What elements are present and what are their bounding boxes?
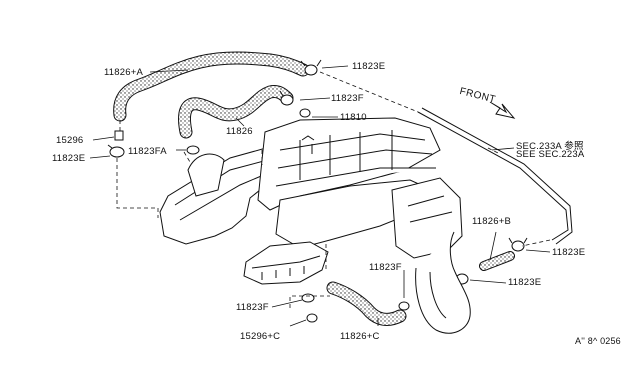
intake-manifold <box>159 117 471 334</box>
label-11823e-left: 11823E <box>52 153 86 164</box>
label-see-sec223a: SEE SEC.223A <box>516 149 585 160</box>
label-11823f-top: 11823F <box>331 93 364 104</box>
diagram-code: A'' 8^ 0256 <box>575 336 621 346</box>
vacuum-pipe <box>417 107 573 245</box>
label-11826c: 11826+C <box>340 331 380 342</box>
label-11823f-mid: 11823F <box>369 262 402 273</box>
label-11826: 11826 <box>226 126 253 137</box>
label-11823e-lower: 11823E <box>508 277 542 288</box>
clamps <box>107 59 528 323</box>
label-15296: 15296 <box>56 135 84 146</box>
front-arrow <box>489 101 516 119</box>
label-11823f-bottom: 11823F <box>236 302 269 313</box>
label-sec233a: SEC.233A 参照 <box>516 141 584 152</box>
label-11826b: 11826+B <box>472 216 511 227</box>
leader-lines <box>116 71 551 308</box>
callout-lines <box>89 65 551 327</box>
label-15296c: 15296+C <box>240 331 281 342</box>
label-11810: 11810 <box>340 112 367 123</box>
label-11823e-top: 11823E <box>352 61 386 72</box>
label-11823fa: 11823FA <box>128 146 167 157</box>
label-11826a: 11826+A <box>104 67 143 78</box>
label-11823e-right: 11823E <box>552 247 586 258</box>
